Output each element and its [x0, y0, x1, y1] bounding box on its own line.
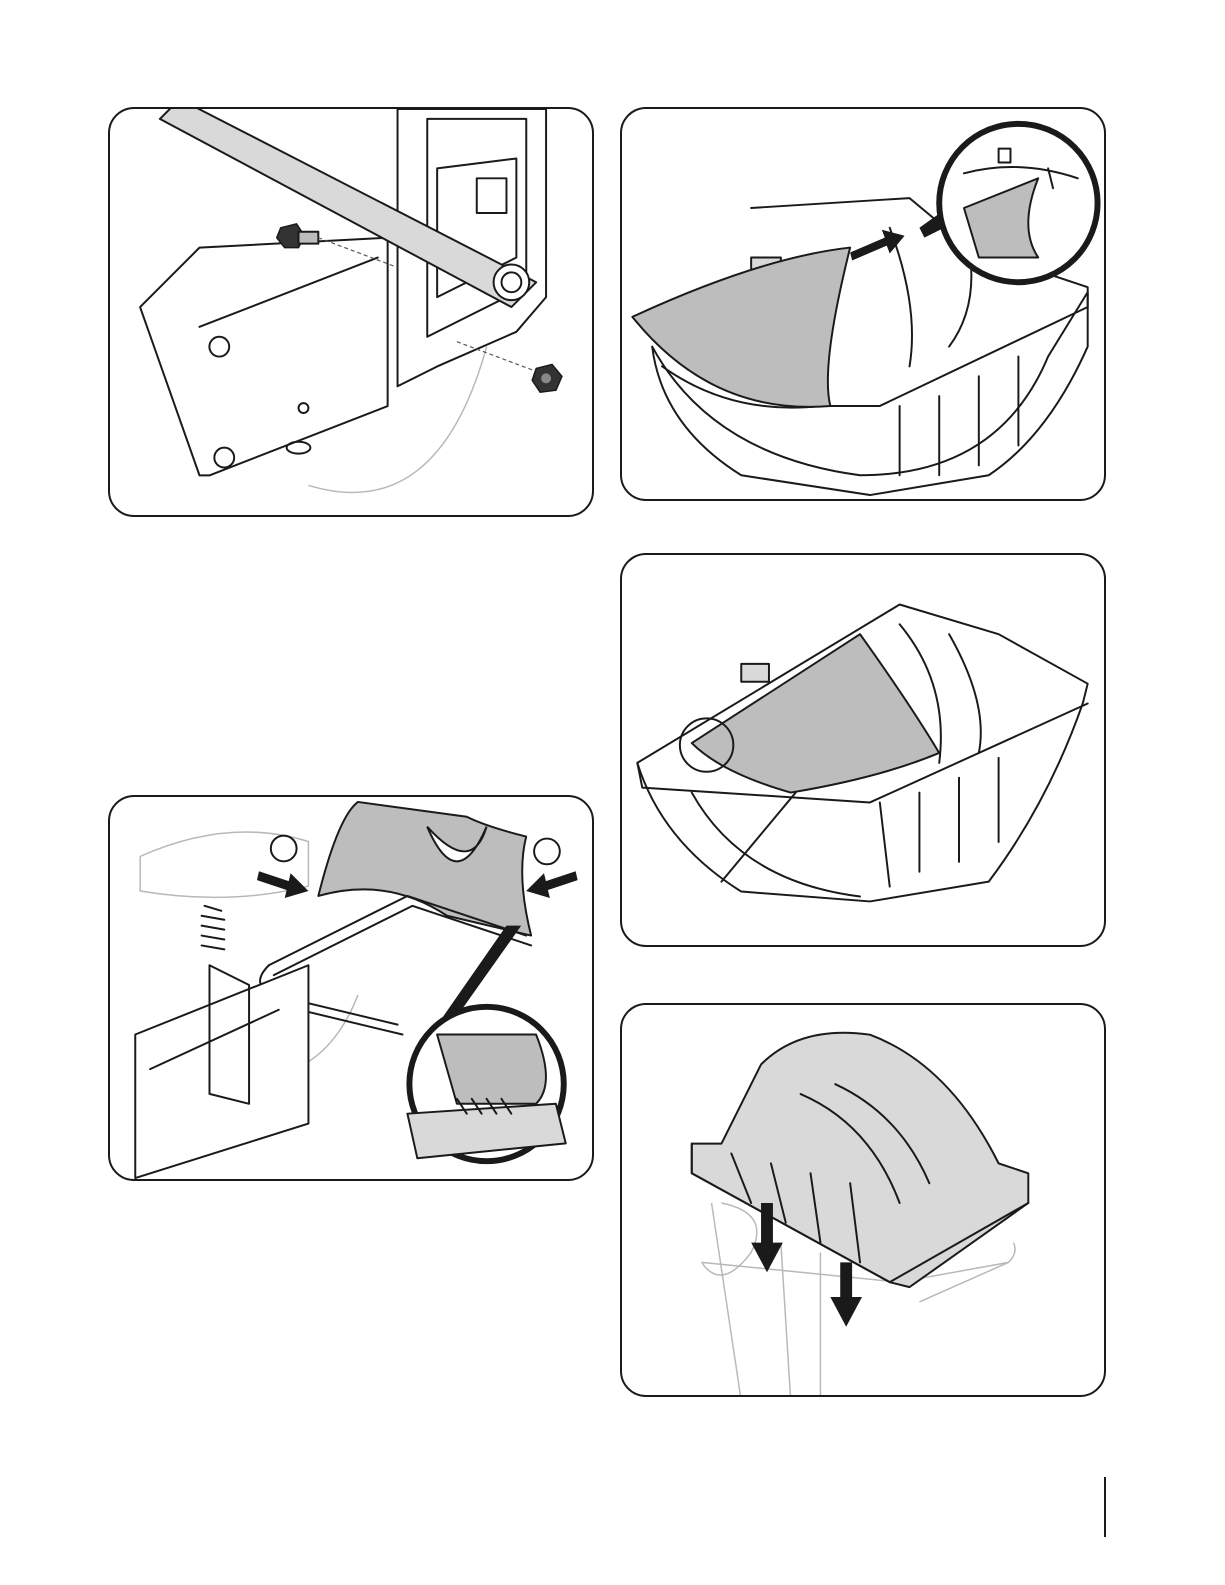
zoom-detail: [407, 1007, 565, 1161]
deck-plate: [140, 238, 388, 476]
handle-grip: [741, 664, 769, 682]
spring-icon: [202, 906, 225, 950]
nut-icon: [532, 364, 562, 392]
figure-bracket-bolt: [108, 107, 594, 517]
figure-liner-seated: [620, 553, 1106, 947]
frame-housing: [135, 965, 308, 1178]
zoom-detail: [939, 124, 1097, 282]
figure-cover-install: [620, 1003, 1106, 1397]
frame-clip-attachment-illustration: [110, 797, 592, 1179]
figure-liner-insertion: [620, 107, 1106, 501]
bracket-bolt-assembly-illustration: [110, 109, 592, 515]
bolt-icon: [277, 224, 319, 248]
figure-frame-clip: [108, 795, 594, 1181]
arrow-down-icon: [830, 1262, 862, 1326]
bag-liner-seated-illustration: [622, 555, 1104, 945]
clip-piece: [318, 802, 531, 936]
bag-liner-insertion-illustration: [622, 109, 1104, 499]
page-edge-rule: [1104, 1477, 1106, 1537]
arrow-right-icon: [850, 230, 904, 261]
arrow-left-icon: [526, 871, 577, 898]
bag-cover: [692, 1033, 1029, 1287]
bag-cover-installation-illustration: [622, 1005, 1104, 1395]
